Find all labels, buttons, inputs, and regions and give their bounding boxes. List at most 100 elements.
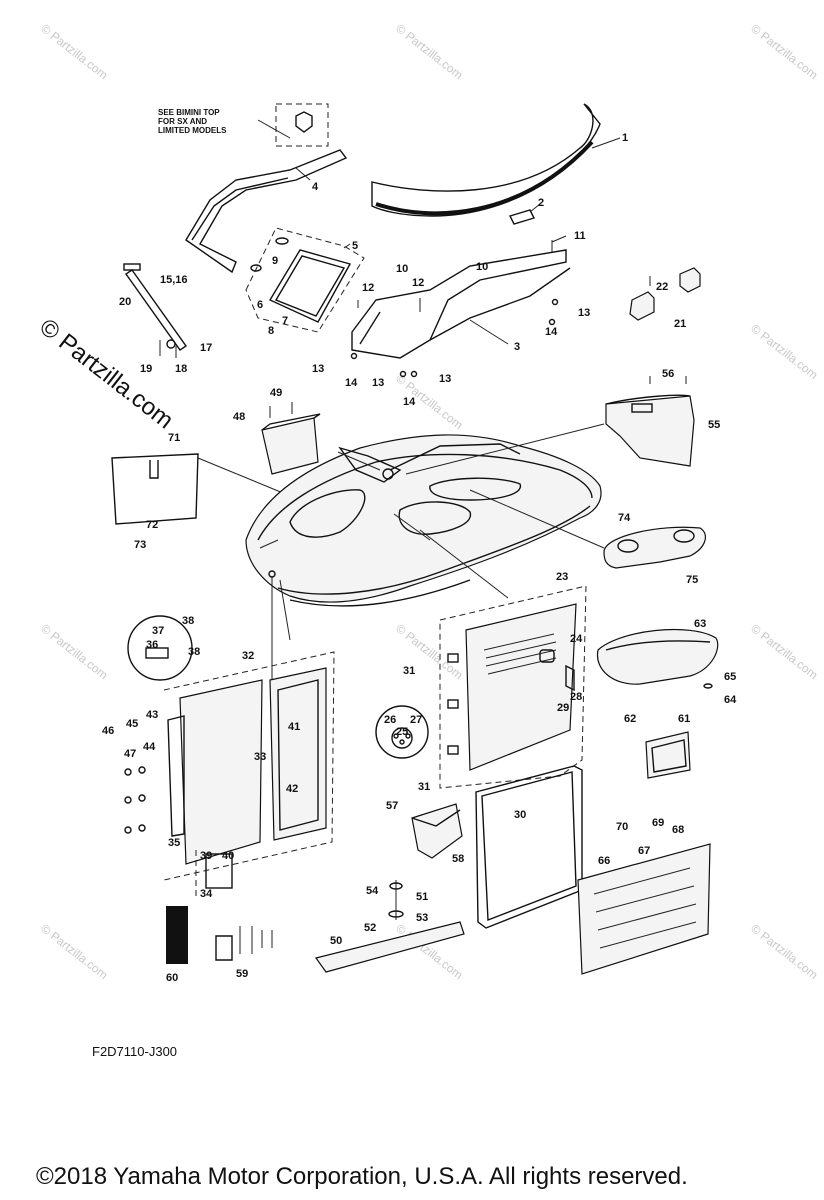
callout: 67 [638,845,650,857]
part-59-tools [215,926,273,961]
callout: 51 [416,891,428,903]
callout: 47 [124,748,136,760]
part-50-rail [314,880,465,973]
callout: 21 [674,318,686,330]
callouts: 1 2 3 4 5 6 7 8 9 10 10 11 12 12 13 13 1… [102,132,737,984]
callout: 58 [452,853,464,865]
boat-hull [245,434,602,607]
callout: 72 [146,519,158,531]
diagram-code: F2D7110-J300 [92,1044,177,1059]
callout: 48 [233,411,245,423]
callout: 12 [362,282,374,294]
callout: 14 [403,396,416,408]
callout: 29 [557,702,569,714]
part-61-speaker [645,731,691,779]
callout: 60 [166,972,178,984]
callout: 9 [272,255,278,267]
callout: 23 [556,571,568,583]
part-23-panel [439,585,587,789]
callout: 13 [578,307,590,319]
callout: 45 [126,718,138,730]
callout: 34 [200,888,213,900]
callout: 14 [345,377,358,389]
callout: 31 [403,665,415,677]
note-line: FOR SX AND [158,117,207,126]
part-21-bracket [629,267,701,321]
part-15-tube [123,263,187,358]
callout: 26 [384,714,396,726]
part-4-frame [185,149,348,274]
callout: 71 [168,432,180,444]
watermark: © Partzilla.com [748,621,820,682]
callout: 38 [182,615,194,627]
callout: 54 [366,885,379,897]
callout: 15,16 [160,274,188,286]
callout: 41 [288,721,300,733]
callout: 10 [396,263,408,275]
part-1-cushion [371,103,621,217]
callout: 28 [570,691,582,703]
callout: 52 [364,922,376,934]
callout: 38 [188,646,200,658]
part-30-gasket [475,765,583,929]
callout: 10 [476,261,488,273]
callout: 35 [168,837,180,849]
callout: 65 [724,671,736,683]
part-3-rail [351,249,571,359]
callout: 7 [282,315,288,327]
callout: 75 [686,574,698,586]
part-60-block [166,906,188,964]
part-57-box [411,803,463,859]
note-line: LIMITED MODELS [158,126,227,135]
part-32-door [124,615,335,898]
leader-lines [271,423,605,680]
callout: 1 [622,132,628,144]
watermark: © Partzilla.com [38,21,110,82]
callout: 8 [268,325,274,337]
callout: 13 [312,363,324,375]
callout: 56 [662,368,674,380]
part-25-detail [375,705,429,759]
callout: 57 [386,800,398,812]
callout: 49 [270,387,282,399]
callout: 39 [200,850,212,862]
callout: 68 [672,824,684,836]
callout: 17 [200,342,212,354]
callout: 46 [102,725,114,737]
part-66-mat [577,843,711,975]
watermark: © Partzilla.com [393,21,465,82]
callout: 40 [222,850,234,862]
copyright: ©2018 Yamaha Motor Corporation, U.S.A. A… [36,1163,688,1190]
callout: 63 [694,618,706,630]
callout: 18 [175,363,187,375]
callout: 37 [152,625,164,637]
callout: 13 [372,377,384,389]
watermark: © Partzilla.com [748,321,820,382]
callout: 22 [656,281,668,293]
callout: 59 [236,968,248,980]
part-55-bin [605,376,695,467]
callout: 30 [514,809,526,821]
callout: 44 [143,741,156,753]
callout: 14 [545,326,558,338]
callout: 64 [724,694,737,706]
callout: 32 [242,650,254,662]
callout: 24 [570,633,583,645]
callout: 4 [312,181,319,193]
callout: 55 [708,419,720,431]
callout: 33 [254,751,266,763]
part-5-window [245,227,365,333]
part-2-clip [509,203,541,225]
callout: 11 [574,230,586,242]
callout: 27 [410,714,422,726]
callout: 66 [598,855,610,867]
callout: 5 [352,240,358,252]
part-63-cushion [596,628,719,689]
callout: 74 [618,512,631,524]
watermark: © Partzilla.com [748,921,820,982]
watermark: © Partzilla.com [38,921,110,982]
callout: 50 [330,935,342,947]
watermark-large: © Partzilla.com [34,313,178,434]
callout: 13 [439,373,451,385]
